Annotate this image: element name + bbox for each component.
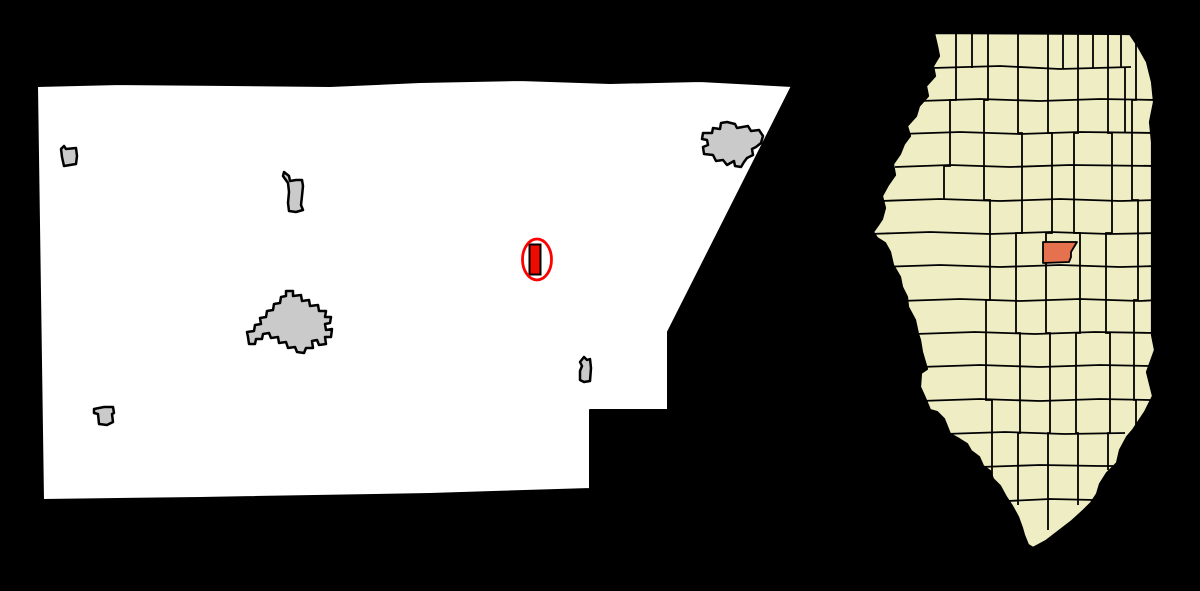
highlight-marker-ring <box>521 237 553 282</box>
county-outline <box>36 79 793 501</box>
state-fill <box>873 33 1155 548</box>
county-grid-line-14 <box>943 34 957 200</box>
county-map <box>36 79 793 501</box>
state-outline <box>871 31 1157 550</box>
county-grid-line-9 <box>919 364 1151 368</box>
county-grid-line-6 <box>879 264 1155 268</box>
county-grid-line-8 <box>914 331 1155 335</box>
county-grid-line-4 <box>879 198 1155 202</box>
county-grid-line-13 <box>1007 498 1096 502</box>
town-southwest <box>92 405 116 427</box>
county-grid-line-10 <box>919 398 1151 402</box>
town-southeast <box>578 355 593 384</box>
highlighted-county <box>1042 241 1078 264</box>
county-grid-line-15 <box>983 34 993 480</box>
town-north-central <box>281 170 305 214</box>
county-grid-line-11 <box>944 431 1126 435</box>
illinois-state-map <box>871 31 1157 550</box>
county-grid-line-2 <box>899 131 1155 135</box>
county-grid <box>873 34 1155 530</box>
county-grid-line-3 <box>894 164 1155 168</box>
county-grid-line-0 <box>932 65 1132 70</box>
town-center-large <box>245 289 334 355</box>
county-grid-line-1 <box>919 98 1155 102</box>
county-grid-line-12 <box>979 464 1120 468</box>
county-grid-line-16 <box>1015 34 1023 505</box>
county-grid-line-18 <box>1073 34 1081 505</box>
highlighted-place <box>528 243 542 276</box>
town-northwest <box>59 144 79 168</box>
county-grid-line-7 <box>899 298 1155 302</box>
county-grid-line-17 <box>1045 34 1053 530</box>
county-grid-line-19 <box>1105 34 1113 470</box>
town-northeast-large <box>700 120 765 169</box>
county-grid-line-20 <box>1131 34 1139 430</box>
